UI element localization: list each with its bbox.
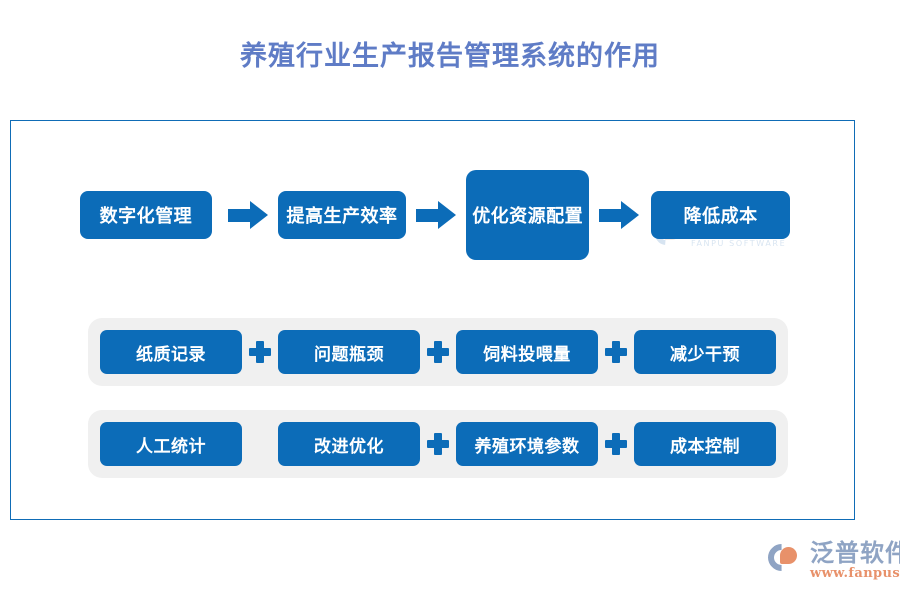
brand-logo: 泛普软件 www.fanpusoft.com bbox=[762, 538, 900, 581]
plus-icon-p2-2 bbox=[427, 433, 449, 455]
flow-box-2[interactable]: 提高生产效率 bbox=[277, 191, 407, 239]
tag-panel-1-item-1[interactable]: 纸质记录 bbox=[100, 330, 242, 374]
tag-panel-1-item-2[interactable]: 问题瓶颈 bbox=[278, 330, 420, 374]
plus-icon-p1-2 bbox=[427, 341, 449, 363]
flow-box-1[interactable]: 数字化管理 bbox=[80, 191, 212, 239]
tag-panel-2-item-3[interactable]: 养殖环境参数 bbox=[456, 422, 598, 466]
flow-box-4[interactable]: 降低成本 bbox=[651, 191, 790, 239]
plus-icon-p2-3 bbox=[605, 433, 627, 455]
tag-panel-2-item-1[interactable]: 人工统计 bbox=[100, 422, 242, 466]
tag-panel-2-item-4[interactable]: 成本控制 bbox=[634, 422, 776, 466]
flow-arrow-2-icon bbox=[414, 192, 458, 238]
brand-logo-url-text: www.fanpusoft.com bbox=[810, 566, 900, 581]
page-title: 养殖行业生产报告管理系统的作用 bbox=[240, 41, 660, 72]
process-flow-row: 数字化管理 提高生产效率 优化资源配置 降低成本 bbox=[80, 170, 790, 260]
tag-panel-2-item-2[interactable]: 改进优化 bbox=[278, 422, 420, 466]
content-frame bbox=[10, 120, 855, 520]
tag-panel-2: 人工统计 改进优化 养殖环境参数 成本控制 bbox=[88, 410, 788, 478]
flow-box-3[interactable]: 优化资源配置 bbox=[466, 170, 590, 260]
tag-panel-1-item-3[interactable]: 饲料投喂量 bbox=[456, 330, 598, 374]
tag-panel-1-item-4[interactable]: 减少干预 bbox=[634, 330, 776, 374]
tag-panel-1: 纸质记录 问题瓶颈 饲料投喂量 减少干预 bbox=[88, 318, 788, 386]
flow-arrow-1-icon bbox=[226, 192, 270, 238]
plus-icon-p1-3 bbox=[605, 341, 627, 363]
brand-logo-icon bbox=[762, 538, 804, 577]
brand-logo-cn-text: 泛普软件 bbox=[810, 539, 900, 567]
plus-icon-p1-1 bbox=[249, 341, 271, 363]
flow-arrow-3-icon bbox=[597, 192, 641, 238]
